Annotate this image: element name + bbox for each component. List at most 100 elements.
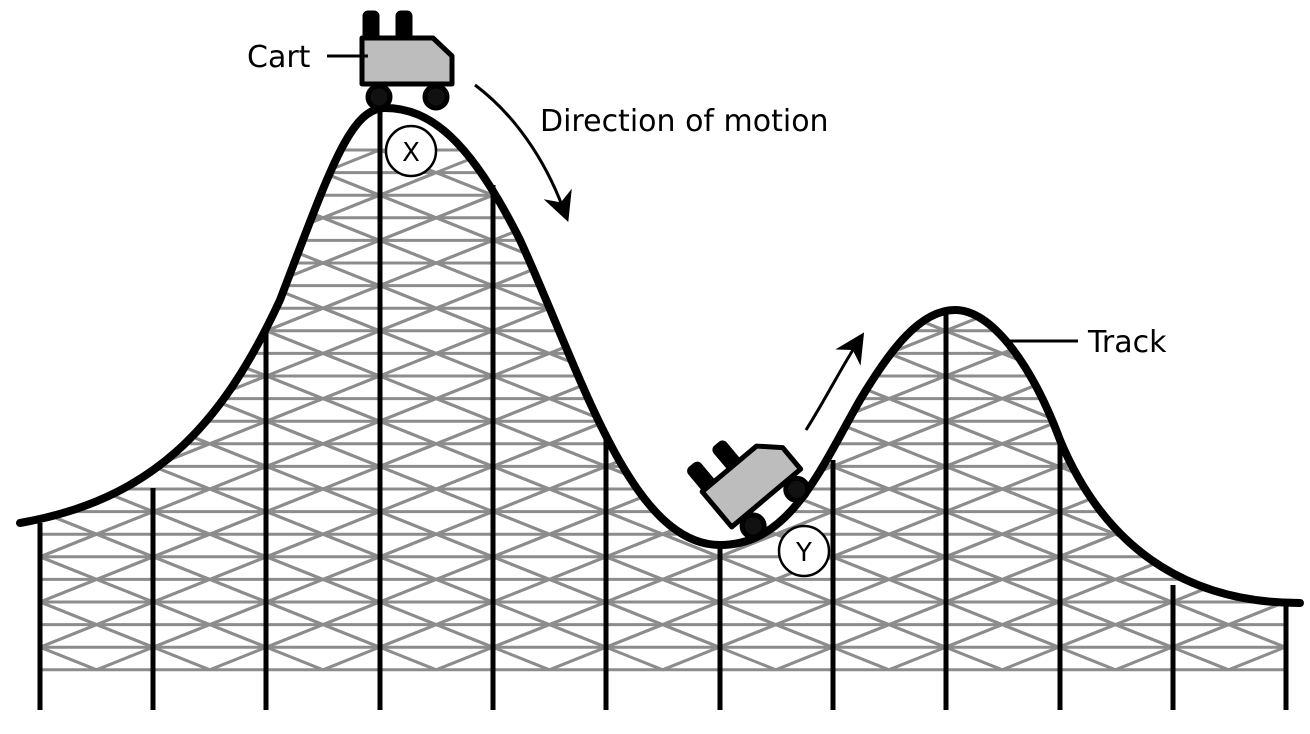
lattice-brace — [831, 239, 947, 287]
lattice-brace — [718, 284, 833, 333]
lattice-brace — [39, 193, 154, 242]
lattice-brace — [1171, 239, 1286, 287]
lattice-brace — [662, 352, 777, 400]
lattice-brace — [775, 216, 890, 265]
lattice-brace — [662, 216, 777, 265]
lattice-brace — [39, 578, 98, 604]
lattice-brace — [718, 239, 833, 287]
lattice-brace — [39, 645, 98, 672]
lattice-brace — [1228, 352, 1287, 378]
lattice-brace — [1058, 419, 1173, 468]
lattice-brace — [1228, 261, 1287, 288]
lattice-brace — [1114, 216, 1230, 265]
lattice-brace — [662, 171, 777, 220]
lattice-brace — [152, 239, 267, 287]
lattice-brace — [718, 284, 833, 333]
lattice-brace — [1114, 442, 1230, 491]
lattice-brace — [39, 193, 154, 242]
lattice-brace — [1058, 419, 1173, 468]
lattice-brace — [548, 261, 664, 310]
lattice-brace — [1171, 193, 1286, 242]
lattice-brace — [1114, 397, 1230, 446]
lattice-brace — [1171, 510, 1286, 559]
lattice-brace — [775, 171, 890, 220]
lattice-brace — [96, 306, 211, 355]
lattice-brace — [39, 148, 154, 197]
lattice-brace — [1228, 397, 1287, 423]
lattice-brace — [548, 171, 664, 220]
lattice-brace — [492, 148, 607, 197]
cart-top — [359, 10, 455, 111]
lattice-brace — [39, 442, 98, 468]
point-x-marker: X — [384, 124, 438, 178]
lattice-brace — [96, 216, 211, 265]
lattice-brace — [96, 352, 211, 400]
lattice-brace — [152, 193, 267, 242]
lattice-brace — [831, 193, 947, 242]
lattice-brace — [1058, 239, 1173, 287]
lattice-brace — [39, 329, 98, 355]
lattice-brace — [605, 329, 720, 378]
lattice-brace — [1171, 239, 1286, 287]
lattice-brace — [775, 216, 890, 265]
lattice-brace — [1228, 306, 1287, 333]
lattice-brace — [1171, 465, 1286, 513]
lattice-brace — [1171, 284, 1286, 333]
lattice-brace — [548, 216, 664, 265]
lattice-brace — [1001, 261, 1116, 310]
lattice-brace — [39, 532, 98, 559]
lattice-brace — [39, 239, 154, 287]
direction-arrow-up — [804, 332, 865, 431]
lattice-brace — [39, 148, 154, 197]
lattice-brace — [605, 284, 720, 333]
lattice-brace — [1171, 374, 1286, 423]
lattice-brace — [39, 374, 154, 423]
lattice-brace — [39, 419, 98, 446]
lattice-brace — [831, 148, 947, 197]
lattice-brace — [39, 374, 154, 423]
point-y-label: Y — [795, 538, 812, 568]
lattice-brace — [662, 397, 777, 446]
lattice-brace — [1058, 374, 1173, 423]
lattice-brace — [718, 239, 833, 287]
lattice-brace — [718, 148, 833, 197]
lattice-brace — [1058, 374, 1173, 423]
lattice-brace — [39, 193, 98, 220]
lattice-brace — [945, 193, 1060, 242]
lattice-brace — [1171, 148, 1286, 197]
lattice-brace — [39, 284, 98, 310]
point-y-marker: Y — [777, 524, 831, 578]
lattice-brace — [775, 306, 890, 355]
lattice-brace — [1058, 148, 1173, 197]
lattice-brace — [548, 171, 664, 220]
lattice-brace — [39, 329, 154, 378]
lattice-brace — [775, 261, 890, 310]
lattice-brace — [1001, 261, 1116, 310]
cart-bottom — [687, 440, 811, 540]
lattice-brace — [1058, 239, 1173, 287]
lattice-brace — [605, 284, 720, 333]
lattice-brace — [945, 193, 1060, 242]
lattice-brace — [1114, 171, 1230, 220]
lattice-brace — [39, 284, 154, 333]
lattice-brace — [605, 239, 720, 287]
lattice-brace — [548, 261, 664, 310]
lattice-brace — [1171, 193, 1286, 242]
lattice-brace — [1228, 216, 1287, 243]
lattice-brace — [1001, 171, 1116, 220]
lattice-brace — [152, 148, 267, 197]
lattice-brace — [39, 419, 154, 468]
lattice-brace — [1114, 352, 1230, 400]
lattice-brace — [1228, 532, 1287, 559]
lattice-brace — [662, 306, 777, 355]
lattice-brace — [209, 171, 324, 220]
lattice-brace — [888, 171, 1003, 220]
lattice-brace — [96, 306, 211, 355]
lattice-brace — [1171, 419, 1286, 468]
lattice-brace — [39, 419, 154, 468]
lattice-brace — [605, 148, 720, 197]
lattice-brace — [1228, 487, 1287, 514]
lattice-brace — [775, 306, 890, 355]
lattice-brace — [1228, 555, 1287, 581]
lattice-brace — [775, 171, 890, 220]
